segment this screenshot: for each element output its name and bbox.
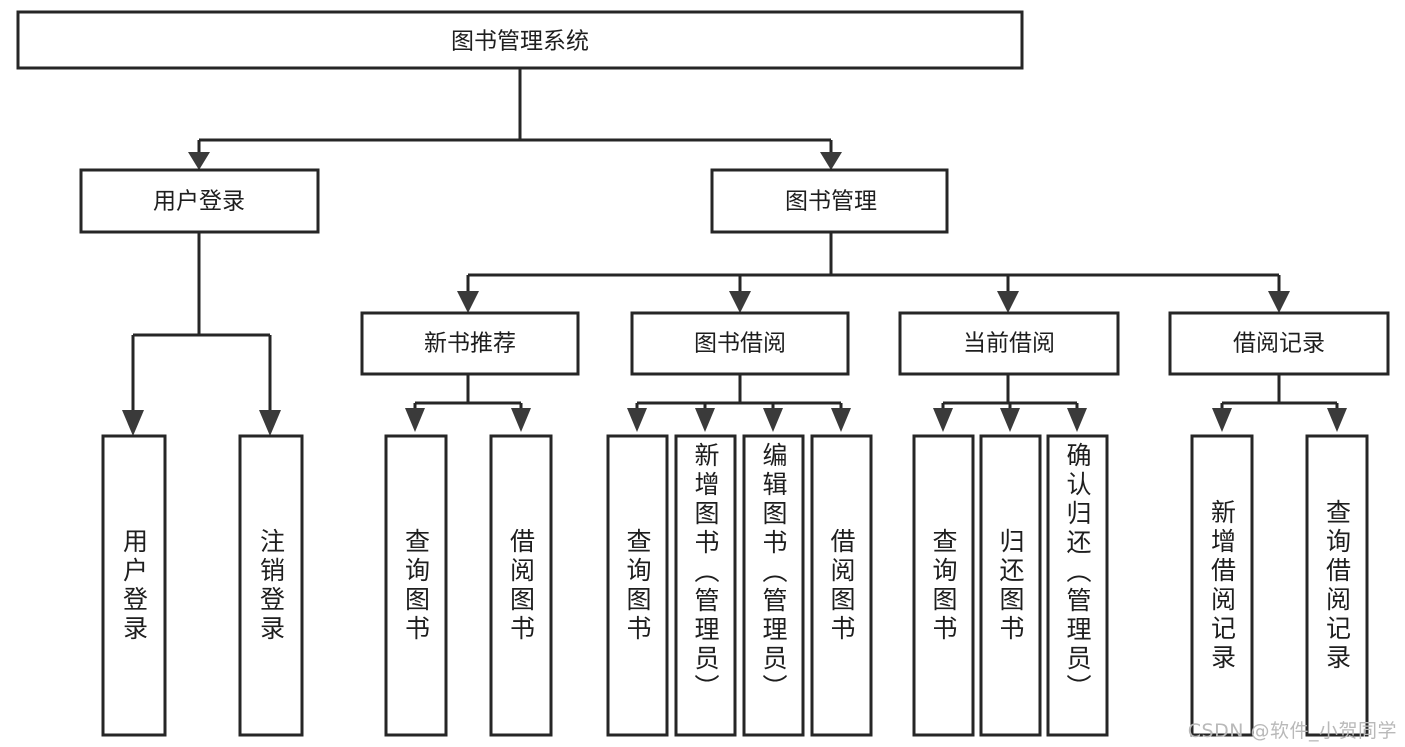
node-root-box[interactable] bbox=[16, 10, 1024, 70]
arrowheads-group bbox=[122, 152, 1347, 436]
node-book-borrow-box[interactable] bbox=[630, 311, 850, 376]
node-new-book-recommend-box[interactable] bbox=[360, 311, 580, 376]
node-book-borrow[interactable]: 图书借阅 bbox=[630, 311, 850, 376]
leaf-box-book-borrow-3[interactable] bbox=[810, 434, 873, 737]
arrowhead-icon bbox=[933, 408, 953, 432]
arrowhead-icon bbox=[729, 291, 751, 313]
node-root-label: 图书管理系统 bbox=[451, 29, 589, 55]
node-current-borrow[interactable]: 当前借阅 bbox=[898, 311, 1120, 376]
node-book-management-box[interactable] bbox=[710, 168, 949, 234]
node-new-book-recommend[interactable]: 新书推荐 bbox=[360, 311, 580, 376]
leaf-box-new-book-0[interactable] bbox=[384, 434, 448, 737]
node-book-management[interactable]: 图书管理 bbox=[710, 168, 949, 234]
arrowhead-icon bbox=[122, 410, 144, 436]
arrowhead-icon bbox=[457, 291, 479, 313]
arrowhead-icon bbox=[1212, 408, 1232, 432]
leaf-box-book-borrow-1[interactable] bbox=[674, 434, 737, 737]
arrowhead-icon bbox=[259, 410, 281, 436]
leaf-box-current-borrow-0[interactable] bbox=[912, 434, 975, 737]
arrowhead-icon bbox=[820, 152, 842, 170]
leaf-box-user-login-1[interactable] bbox=[238, 434, 304, 737]
arrowhead-icon bbox=[627, 408, 647, 432]
node-user-login-box[interactable] bbox=[79, 168, 320, 234]
node-user-login[interactable]: 用户登录 bbox=[79, 168, 320, 234]
arrowhead-icon bbox=[831, 408, 851, 432]
node-borrow-record-label: 借阅记录 bbox=[1233, 331, 1325, 357]
leaf-box-current-borrow-1[interactable] bbox=[979, 434, 1042, 737]
node-current-borrow-label: 当前借阅 bbox=[963, 331, 1055, 357]
arrowhead-icon bbox=[511, 408, 531, 432]
node-new-book-recommend-label: 新书推荐 bbox=[424, 331, 516, 357]
leaf-box-borrow-record-1[interactable] bbox=[1305, 434, 1369, 737]
arrowhead-icon bbox=[763, 408, 783, 432]
leaf-box-book-borrow-2[interactable] bbox=[742, 434, 805, 737]
leaf-box-borrow-record-0[interactable] bbox=[1190, 434, 1254, 737]
arrowhead-icon bbox=[1000, 408, 1020, 432]
leaf-box-new-book-1[interactable] bbox=[489, 434, 553, 737]
node-book-borrow-label: 图书借阅 bbox=[694, 331, 786, 357]
node-user-login-label: 用户登录 bbox=[153, 189, 245, 215]
node-borrow-record-box[interactable] bbox=[1168, 311, 1390, 376]
arrowhead-icon bbox=[188, 152, 210, 170]
leaf-box-current-borrow-2[interactable] bbox=[1046, 434, 1109, 737]
watermark-text: CSDN @软件_小贺同学 bbox=[1187, 720, 1397, 742]
node-root[interactable]: 图书管理系统 bbox=[16, 10, 1024, 70]
arrowhead-icon bbox=[405, 408, 425, 432]
arrowhead-icon bbox=[1268, 291, 1290, 313]
arrowhead-icon bbox=[1327, 408, 1347, 432]
leaf-box-user-login-0[interactable] bbox=[101, 434, 167, 737]
leaf-box-book-borrow-0[interactable] bbox=[606, 434, 669, 737]
nodes-group: 图书管理系统 用户登录 图书管理 新书推荐 图书借阅 bbox=[16, 10, 1390, 737]
arrowhead-icon bbox=[1067, 408, 1087, 432]
arrowhead-icon bbox=[695, 408, 715, 432]
node-current-borrow-box[interactable] bbox=[898, 311, 1120, 376]
arrowhead-icon bbox=[997, 291, 1019, 313]
node-borrow-record[interactable]: 借阅记录 bbox=[1168, 311, 1390, 376]
node-book-management-label: 图书管理 bbox=[785, 189, 877, 215]
